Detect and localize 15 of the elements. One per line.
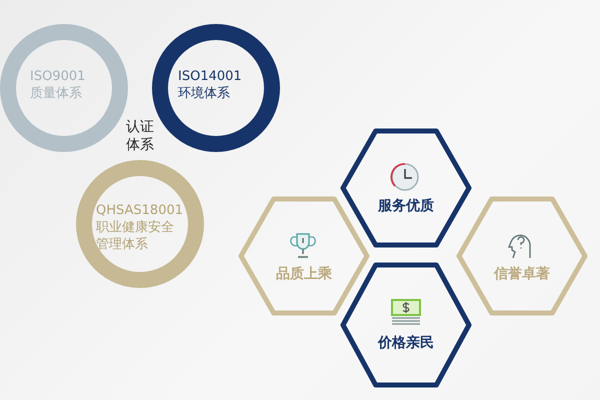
ring-shape [76, 160, 204, 288]
node-text: ISO14001 环境体系 [178, 68, 243, 102]
hexagon-frame [340, 262, 472, 388]
node-text: 信誉卓著 [492, 266, 551, 283]
ring-shape [152, 24, 280, 152]
hexagon-frame [238, 196, 370, 316]
node-text: ISO9001 质量体系 [30, 68, 86, 102]
hexagon-frame [456, 196, 588, 316]
node-text: 品质上乘 [275, 266, 333, 283]
center-label: 认证体系 [125, 118, 155, 154]
node-text: 价格亲民 [376, 335, 435, 352]
node-text: 服务优质 [376, 198, 435, 215]
ring-shape [0, 24, 128, 152]
node-text: QHSAS18001 职业健康安全管理体系 [96, 202, 184, 253]
hexagon-frame [340, 128, 472, 248]
